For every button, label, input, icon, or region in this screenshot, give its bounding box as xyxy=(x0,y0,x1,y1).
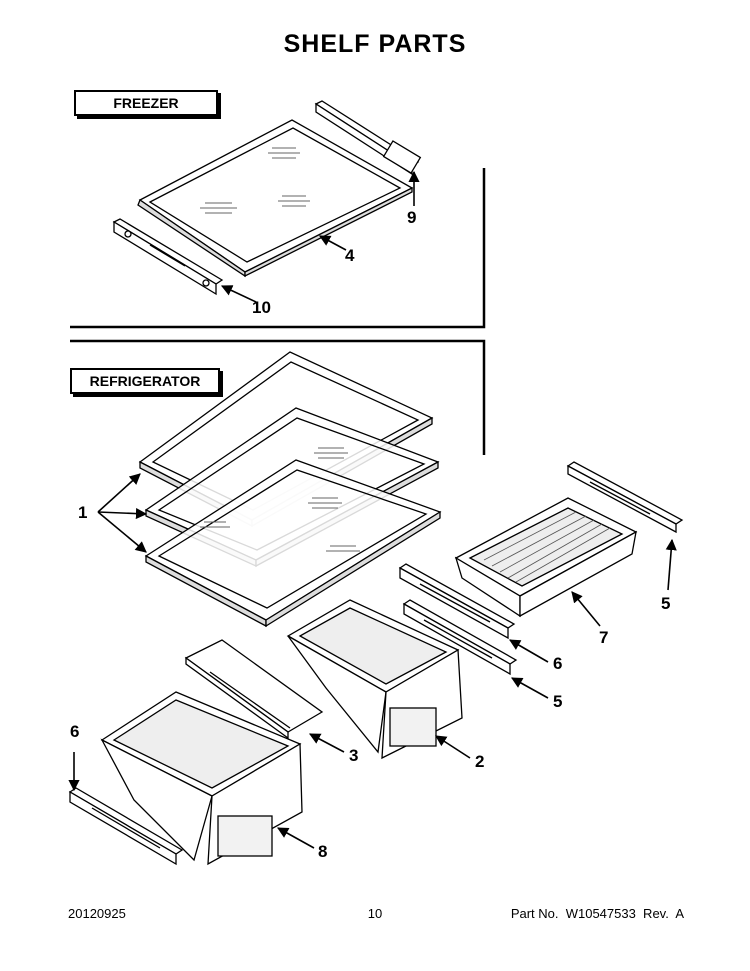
section-label-refrigerator: REFRIGERATOR xyxy=(70,368,220,394)
callout-3: 3 xyxy=(349,746,359,765)
callout-9: 9 xyxy=(407,208,417,227)
section-label-freezer: FREEZER xyxy=(74,90,218,116)
callout-10: 10 xyxy=(252,298,271,317)
callout-6-left: 6 xyxy=(70,722,80,741)
footer-part-number: Part No. W10547533 Rev. A xyxy=(510,906,684,921)
callout-5-lower: 5 xyxy=(553,692,563,711)
crisper-drawer-left xyxy=(100,691,303,866)
rail-bottom-left xyxy=(68,787,184,866)
drawer-slide-rails xyxy=(68,461,684,866)
rail-lower xyxy=(402,599,518,676)
callout-4: 4 xyxy=(345,246,355,265)
section-dividers xyxy=(70,168,486,455)
footer-date: 20120925 xyxy=(68,906,126,921)
callout-6-middle: 6 xyxy=(553,654,563,673)
rail-middle xyxy=(398,563,516,640)
footer-page-number: 10 xyxy=(367,906,383,921)
refrigerator-glass-shelves xyxy=(138,351,442,628)
freezer-rail-left xyxy=(112,218,224,296)
callout-7: 7 xyxy=(599,628,609,647)
callout-2: 2 xyxy=(475,752,485,771)
freezer-glass-shelf xyxy=(137,119,414,278)
callout-8: 8 xyxy=(318,842,328,861)
callout-5-upper: 5 xyxy=(661,594,671,613)
glass-shelf-bottom xyxy=(144,459,442,628)
rail-upper-right xyxy=(566,461,684,534)
callout-1: 1 xyxy=(78,503,88,522)
crisper-cover xyxy=(184,639,324,740)
deli-drawer xyxy=(454,497,638,618)
callout-leaders xyxy=(68,170,677,849)
page-title: SHELF PARTS xyxy=(283,30,467,58)
crisper-drawer-right xyxy=(286,599,463,760)
